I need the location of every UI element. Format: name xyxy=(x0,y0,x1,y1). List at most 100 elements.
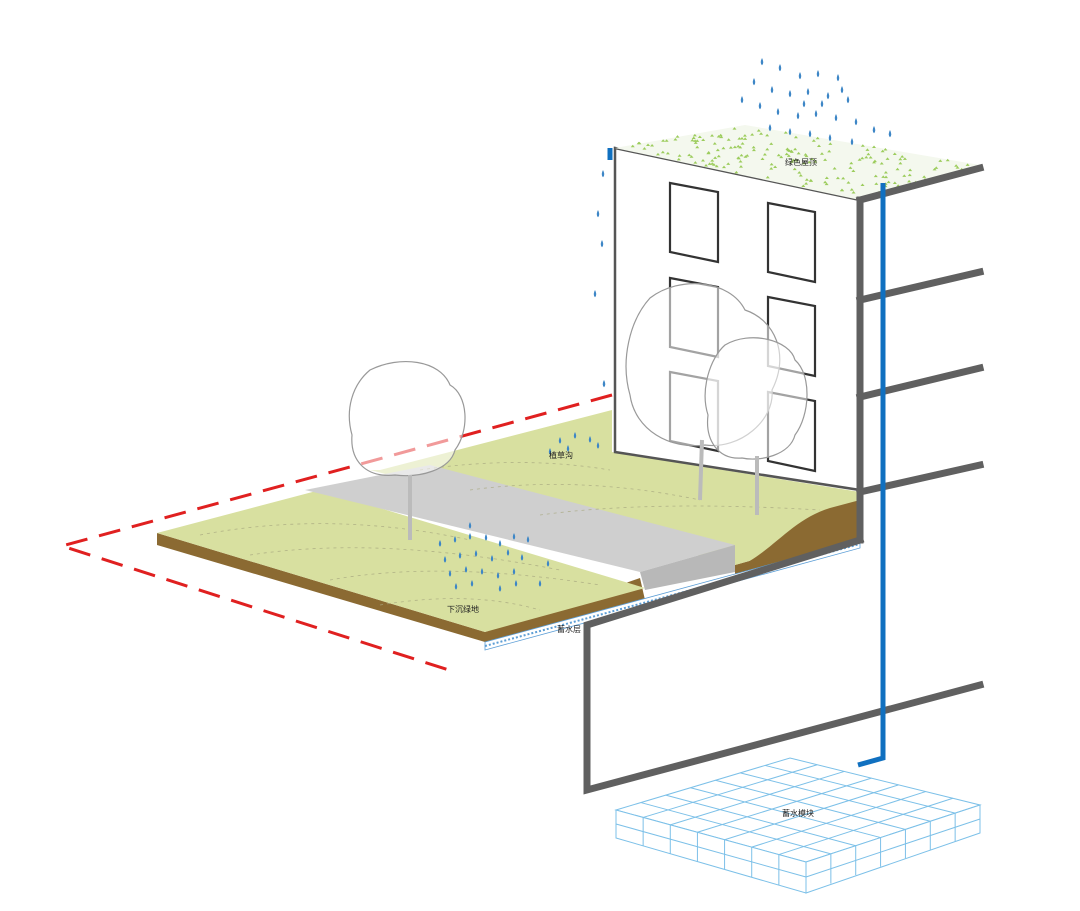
roof-plant xyxy=(712,142,717,145)
roof-plant xyxy=(934,166,939,169)
roof-plant xyxy=(804,154,809,158)
rain-drop xyxy=(512,533,516,540)
roof-plant xyxy=(734,170,739,174)
rain-drop xyxy=(828,134,832,142)
roof-plant xyxy=(892,181,897,185)
rain-drop xyxy=(573,432,577,439)
rain-drop xyxy=(520,554,524,561)
roof-plant xyxy=(932,167,937,171)
rain-drop xyxy=(464,566,468,573)
roof-plant xyxy=(721,146,726,150)
roof-plant xyxy=(769,167,774,170)
green-roof-vegetation xyxy=(630,127,970,197)
rain-drop xyxy=(776,108,780,116)
roof-plant xyxy=(813,160,818,163)
roof-plant xyxy=(907,179,912,183)
roof-plant xyxy=(776,153,781,157)
module-grid-line xyxy=(690,787,881,839)
roof-plant xyxy=(792,167,797,171)
roof-plant xyxy=(783,131,788,134)
module-grid-line xyxy=(751,791,926,848)
module-grid-line xyxy=(778,797,954,856)
rain-drop xyxy=(758,102,762,110)
label-storage-layer: 蓄水层 xyxy=(557,624,581,634)
roof-plant xyxy=(864,155,869,159)
roof-plant xyxy=(786,154,791,157)
rain-drop xyxy=(768,124,772,132)
label-grass-swale: 植草沟 xyxy=(549,450,573,460)
label-sunken-greenland: 下沉绿地 xyxy=(447,604,479,614)
floor-slabs xyxy=(583,163,985,795)
roof-plant xyxy=(756,129,761,132)
rain-drop xyxy=(593,290,597,298)
module-grid-line xyxy=(805,818,981,878)
roof-plant xyxy=(713,156,718,159)
rain-drop xyxy=(498,540,502,547)
rain-drop xyxy=(816,70,820,78)
roof-plant xyxy=(760,157,765,161)
roof-plant xyxy=(883,148,888,151)
roof-plant xyxy=(762,153,767,156)
rain-drop xyxy=(453,536,457,543)
tree-right xyxy=(704,337,808,460)
rain-drop xyxy=(740,96,744,104)
roof-plant xyxy=(740,142,745,145)
module-grid-line xyxy=(615,823,807,878)
roof-plant xyxy=(751,145,756,149)
rain-drop xyxy=(468,522,472,529)
roof-plant xyxy=(883,170,888,174)
rain-drop xyxy=(846,96,850,104)
roof-plant xyxy=(693,141,698,144)
roof-plant xyxy=(693,161,698,164)
module-grid-line xyxy=(665,794,856,847)
roof-plant xyxy=(726,162,731,165)
rain-drop xyxy=(496,572,500,579)
roof-plant xyxy=(828,142,833,145)
roof-plant xyxy=(751,148,756,152)
roof-plant xyxy=(722,165,727,169)
roof-plant xyxy=(824,182,829,186)
roof-plant xyxy=(848,166,853,169)
rain-drop xyxy=(806,88,810,96)
roof-plant xyxy=(849,188,854,191)
roof-plant xyxy=(860,144,865,147)
module-grid-line xyxy=(670,770,845,826)
roof-plant xyxy=(841,176,846,180)
roof-plant xyxy=(938,159,943,162)
roof-plant xyxy=(673,138,678,141)
roof-plant xyxy=(701,138,706,141)
rain-drop xyxy=(470,580,474,587)
label-green-roof: 绿色屋顶 xyxy=(785,157,817,167)
roof-plant xyxy=(898,161,903,165)
rain-drop xyxy=(770,86,774,94)
module-grid-line xyxy=(697,777,872,833)
rain-drop xyxy=(796,112,800,120)
roof-plant xyxy=(714,164,719,168)
roof-plant xyxy=(874,182,879,185)
roof-plant xyxy=(832,166,837,170)
roof-plant xyxy=(693,139,698,142)
rain-drop xyxy=(443,556,447,563)
rain-drop xyxy=(808,130,812,138)
rain-drop xyxy=(458,552,462,559)
downpipe xyxy=(607,148,886,768)
roof-plant xyxy=(726,138,731,141)
rain-drop xyxy=(778,63,782,72)
roof-plant xyxy=(737,137,742,140)
rain-drops xyxy=(438,57,892,592)
pavement xyxy=(305,465,735,590)
rain-drop xyxy=(514,580,518,587)
rain-drop xyxy=(484,534,488,541)
roof-plant xyxy=(857,158,862,161)
roof-plant xyxy=(676,157,681,161)
roof-plant xyxy=(873,174,878,178)
rain-drop xyxy=(480,568,484,575)
roof-plant xyxy=(710,134,715,137)
roof-plant xyxy=(886,180,891,184)
roof-plant xyxy=(908,168,913,172)
grass-surfaces xyxy=(157,410,860,632)
roof-plant xyxy=(710,159,715,162)
module-grid-line xyxy=(642,764,818,818)
roof-plant xyxy=(765,175,770,179)
roof-plant xyxy=(743,155,748,158)
